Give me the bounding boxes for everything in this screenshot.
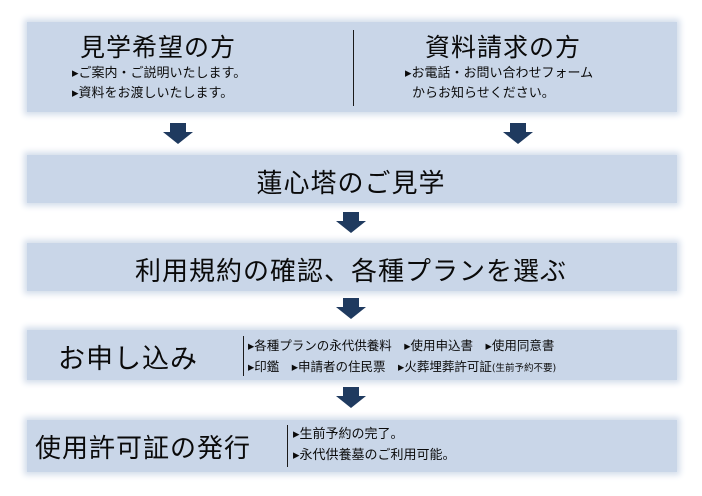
down-arrow-4 xyxy=(336,387,366,409)
visit-title: 見学希望の方 xyxy=(80,33,237,62)
top-divider xyxy=(353,30,354,106)
down-arrow-2 xyxy=(336,212,366,234)
issue-line-1: ▸生前予約の完了。 xyxy=(293,427,404,442)
visit-line-2: ▸資料をお渡しいたします。 xyxy=(72,86,234,101)
apply-divider xyxy=(243,336,244,376)
apply-line-1: ▸各種プランの永代供養料 ▸使用申込書 ▸使用同意書 xyxy=(248,338,555,353)
plan-step-box xyxy=(27,243,677,291)
visit-line-1: ▸ご案内・ご説明いたします。 xyxy=(72,66,247,81)
apply-line-2: ▸印鑑 ▸申請者の住民票 ▸火葬埋葬許可証(生前予約不要) xyxy=(248,357,556,379)
issue-divider xyxy=(287,425,288,467)
docs-line-1: ▸お電話・お問い合わせフォーム xyxy=(405,66,594,81)
down-arrow-left xyxy=(163,123,193,145)
apply-step-box xyxy=(27,330,677,380)
apply-title: お申し込み xyxy=(58,344,198,375)
issue-step-box xyxy=(27,420,677,472)
top-panel xyxy=(27,22,677,112)
tour-step-box xyxy=(27,155,677,203)
issue-title: 使用許可証の発行 xyxy=(35,434,252,464)
apply-line-2-main: ▸印鑑 ▸申請者の住民票 ▸火葬埋葬許可証 xyxy=(248,359,492,374)
down-arrow-right xyxy=(503,123,533,145)
docs-line-2: からお知らせください。 xyxy=(412,86,555,101)
docs-title: 資料請求の方 xyxy=(425,33,582,62)
apply-line-2-note: (生前予約不要) xyxy=(491,363,557,374)
tour-step-label: 蓮心塔のご見学 xyxy=(256,169,446,199)
issue-line-2: ▸永代供養墓のご利用可能。 xyxy=(293,448,456,463)
plan-step-label: 利用規約の確認、各種プランを選ぶ xyxy=(134,257,567,287)
down-arrow-3 xyxy=(336,298,366,320)
